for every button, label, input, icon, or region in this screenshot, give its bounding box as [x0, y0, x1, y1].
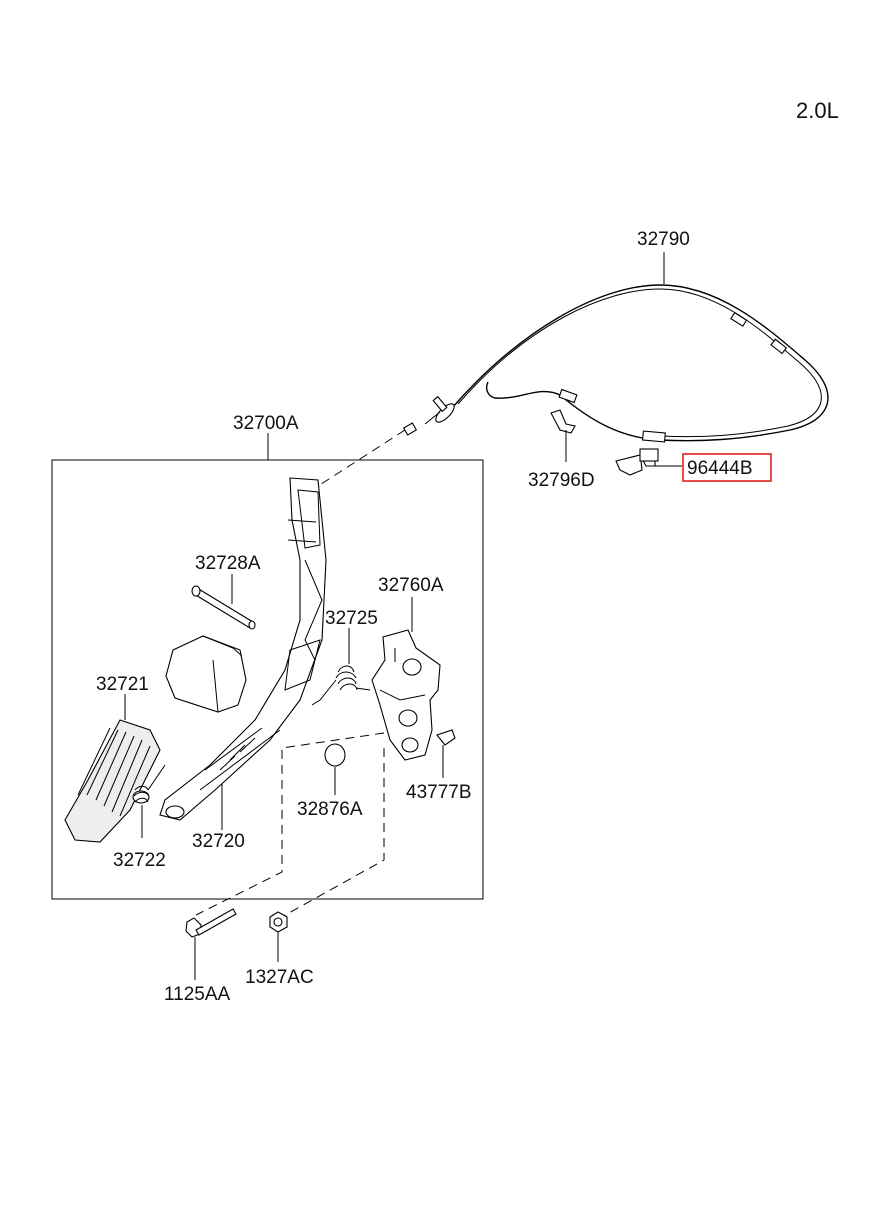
label-32721: 32721: [96, 674, 149, 695]
clip-43777B: [436, 729, 456, 778]
label-32728A: 32728A: [195, 553, 261, 574]
pedal-arm-32720: [159, 477, 327, 830]
stopper-32876A: [324, 743, 346, 795]
pedal-block: [165, 635, 247, 713]
label-32725: 32725: [325, 608, 378, 629]
label-32796D: 32796D: [528, 470, 595, 491]
label-1125AA: 1125AA: [164, 984, 231, 1005]
spring-32725: [311, 628, 371, 706]
label-32760A: 32760A: [378, 575, 444, 596]
accelerator-cable: [402, 252, 829, 443]
clip-96444B: [615, 448, 682, 476]
label-32700A: 32700A: [233, 413, 299, 434]
spring-32722: [132, 764, 166, 838]
highlight-box-96444B: [682, 453, 772, 482]
pin-32728A: [191, 574, 256, 630]
label-96444B: 96444B: [687, 458, 753, 479]
label-32790: 32790: [637, 229, 690, 250]
clip-32796D: [550, 409, 576, 462]
label-32876A: 32876A: [297, 799, 363, 820]
label-32722: 32722: [113, 850, 166, 871]
label-43777B: 43777B: [406, 782, 472, 803]
pedal-pad-32721: [64, 694, 161, 843]
label-1327AC: 1327AC: [245, 967, 314, 988]
bolt-1125AA: [185, 908, 237, 980]
label-32720: 32720: [192, 831, 245, 852]
engine-label: 2.0L: [796, 98, 839, 123]
bracket-32760A: [371, 597, 441, 761]
nut-1327AC: [269, 911, 288, 962]
